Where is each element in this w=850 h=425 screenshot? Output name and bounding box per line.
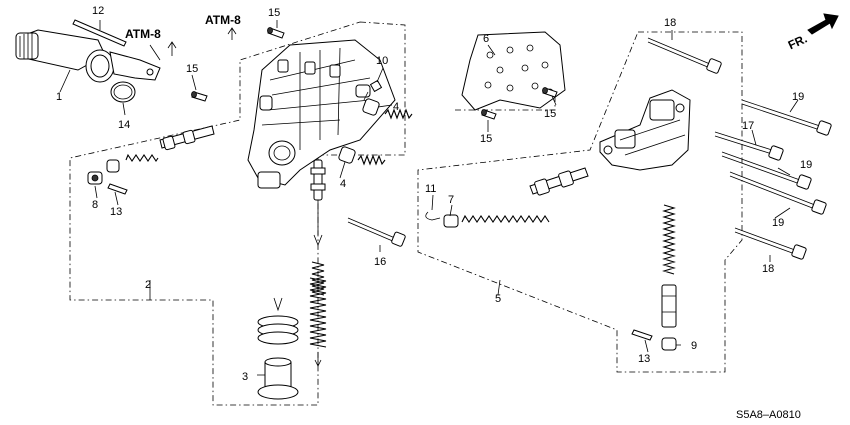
spool-valve-left	[125, 125, 215, 162]
spring-vertical-right	[662, 204, 676, 275]
callout-11: 11	[425, 183, 436, 195]
leader-separator-plate	[455, 85, 556, 111]
callout-3: 3	[242, 371, 248, 383]
bolt-18-bottom	[734, 227, 807, 260]
diagram-code: S5A8–A0810	[736, 409, 801, 421]
plug-4b	[338, 146, 386, 166]
callout-18a: 18	[664, 17, 676, 29]
callout-8: 8	[92, 199, 98, 211]
bolt-19-top	[741, 99, 832, 136]
callout-4a: 4	[393, 101, 399, 113]
cap-8	[87, 159, 120, 185]
bolt-18-top	[647, 37, 722, 74]
callout-16: 16	[374, 256, 386, 268]
spring-upper	[311, 261, 325, 296]
pin-13b	[631, 329, 653, 341]
callout-19a: 19	[792, 91, 804, 103]
bolt-19-mid	[721, 151, 812, 190]
callout-15d: 15	[480, 133, 492, 145]
ref-atm-8-top: ATM-8	[205, 13, 241, 27]
callout-13a: 13	[110, 206, 122, 218]
callout-9: 9	[691, 340, 697, 352]
plug-4a	[362, 98, 413, 120]
dowel-pin-15b	[191, 91, 208, 102]
pin-12	[72, 19, 127, 47]
regulator-valve-body	[599, 89, 691, 171]
vertical-valve	[310, 159, 326, 247]
callout-17: 17	[742, 120, 754, 132]
callout-15a: 15	[268, 7, 280, 19]
group-outline-left	[69, 21, 406, 406]
callout-13b: 13	[638, 353, 650, 365]
cap-9	[661, 337, 677, 351]
callout-2: 2	[145, 279, 151, 291]
bolt-17	[714, 131, 784, 161]
callout-15b: 15	[186, 63, 198, 75]
bolt-10	[363, 79, 383, 101]
spool-valve-right	[461, 167, 589, 223]
dowel-pin-15c	[542, 87, 558, 98]
dowel-pin-15d	[481, 109, 497, 120]
accumulator-spring	[257, 297, 299, 345]
direction-label: FR.	[786, 32, 809, 53]
callout-15c: 15	[544, 108, 556, 120]
accumulator-piston-3	[257, 357, 299, 400]
callout-19c: 19	[772, 217, 784, 229]
callout-7: 7	[448, 194, 454, 206]
bolt-16	[347, 217, 406, 247]
cap-7	[443, 214, 459, 228]
callout-10: 10	[376, 55, 388, 67]
front-direction-indicator: FR.	[786, 13, 839, 53]
group-outline-right	[417, 31, 743, 373]
spring-lower	[309, 277, 327, 367]
separator-plate-6	[461, 31, 566, 111]
leader-lines	[59, 20, 799, 376]
callout-14: 14	[118, 119, 130, 131]
dowel-pin-15a	[267, 27, 285, 39]
callout-4b: 4	[340, 178, 346, 190]
clip-11	[425, 211, 441, 221]
callout-5: 5	[495, 293, 501, 305]
shaft-assembly	[15, 29, 161, 83]
bolt-19-low	[729, 171, 827, 215]
callout-12: 12	[92, 5, 104, 17]
arrow-icon	[807, 13, 839, 35]
callout-18b: 18	[762, 263, 774, 275]
o-ring-14	[110, 81, 136, 103]
ref-atm-8-left: ATM-8	[125, 27, 161, 41]
callout-6: 6	[483, 33, 489, 45]
main-valve-body	[247, 39, 396, 189]
callout-1: 1	[56, 91, 62, 103]
callout-19b: 19	[800, 159, 812, 171]
valve-vertical-right	[661, 284, 677, 328]
ref-arrow-top	[227, 27, 237, 40]
pin-13a	[107, 183, 128, 195]
ref-arrow-left	[167, 41, 177, 56]
